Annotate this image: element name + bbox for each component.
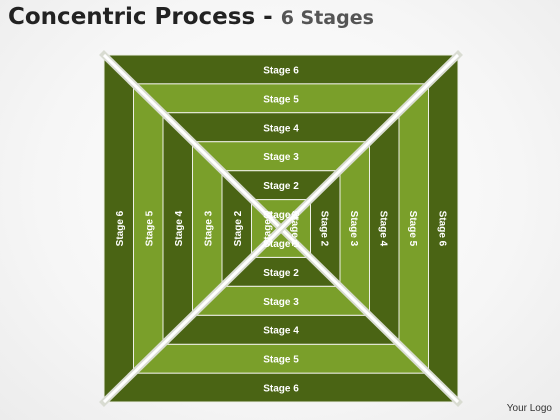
diagonal-dividers bbox=[99, 50, 463, 407]
left-label-stage-3: Stage 3 bbox=[203, 210, 214, 246]
bottom-label-stage-2: Stage 2 bbox=[263, 268, 299, 279]
bottom-label-stage-3: Stage 3 bbox=[263, 297, 299, 308]
top-label-stage-4: Stage 4 bbox=[263, 123, 299, 134]
title-main: Concentric Process bbox=[8, 4, 256, 30]
top-label-stage-3: Stage 3 bbox=[263, 152, 299, 163]
diagram-bands bbox=[102, 53, 460, 404]
bottom-label-stage-1: Stage 1 bbox=[263, 239, 299, 250]
right-label-stage-4: Stage 4 bbox=[377, 211, 388, 247]
left-label-stage-5: Stage 5 bbox=[144, 210, 155, 246]
left-label-stage-4: Stage 4 bbox=[174, 210, 185, 246]
left-label-stage-6: Stage 6 bbox=[115, 210, 126, 246]
right-label-stage-5: Stage 5 bbox=[407, 211, 418, 247]
left-label-stage-2: Stage 2 bbox=[233, 210, 244, 246]
top-label-stage-5: Stage 5 bbox=[263, 94, 299, 105]
page-title: Concentric Process - 6 Stages bbox=[8, 4, 374, 30]
top-label-stage-6: Stage 6 bbox=[263, 65, 299, 76]
stage-labels: Stage 6 Stage 6 Stage 6 Stage 6 Stage 5 Stage… bbox=[115, 65, 447, 395]
right-label-stage-3: Stage 3 bbox=[348, 211, 359, 247]
bottom-label-stage-4: Stage 4 bbox=[263, 326, 299, 337]
right-label-stage-6: Stage 6 bbox=[436, 211, 447, 247]
top-label-stage-2: Stage 2 bbox=[263, 181, 299, 192]
right-label-stage-2: Stage 2 bbox=[318, 211, 329, 247]
title-dash: - bbox=[255, 4, 281, 30]
bottom-label-stage-5: Stage 5 bbox=[263, 355, 299, 366]
diagonal-divider-2-highlight bbox=[102, 53, 460, 404]
bottom-label-stage-6: Stage 6 bbox=[263, 384, 299, 395]
top-label-stage-1: Stage 1 bbox=[263, 210, 299, 221]
left-label-stage-1: Stage 1 bbox=[262, 210, 273, 246]
title-sub: 6 Stages bbox=[280, 7, 374, 29]
right-label-stage-1: Stage 1 bbox=[289, 211, 300, 247]
logo-text: Your Logo bbox=[506, 403, 552, 414]
